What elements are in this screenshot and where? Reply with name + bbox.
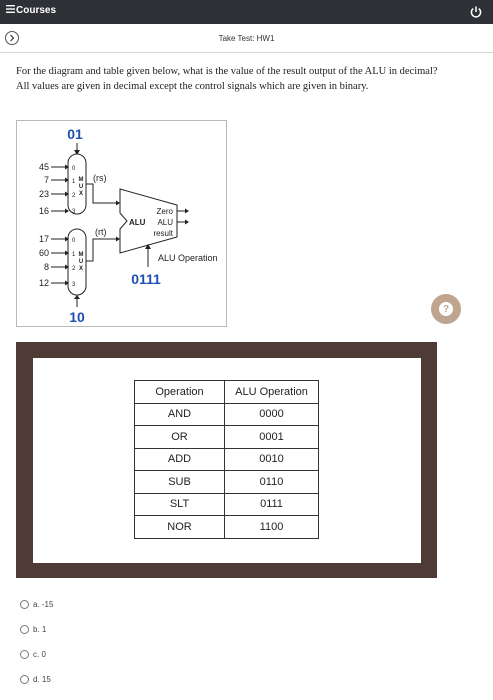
mux2-input-1: 17 xyxy=(39,234,49,244)
mux1-input-4: 16 xyxy=(39,206,49,216)
radio-button[interactable] xyxy=(20,625,29,634)
svg-text:3: 3 xyxy=(72,209,76,215)
table-cell: OR xyxy=(134,425,225,449)
svg-text:X: X xyxy=(79,266,83,272)
answer-option-a[interactable]: a. -15 xyxy=(20,592,53,617)
radio-button[interactable] xyxy=(20,650,29,659)
answer-option-c[interactable]: c. 0 xyxy=(20,642,53,667)
page-title: Take Test: HW1 xyxy=(218,34,275,43)
top-select-value: 01 xyxy=(67,126,83,142)
table-cell: 0001 xyxy=(224,425,319,449)
help-button[interactable]: ? xyxy=(431,294,461,324)
svg-text:M: M xyxy=(79,177,84,183)
table-row: ADD 0010 xyxy=(134,447,319,471)
table-cell: ADD xyxy=(134,447,225,471)
table-cell: 0110 xyxy=(224,470,319,494)
table-row: SUB 0110 xyxy=(134,470,319,494)
radio-button[interactable] xyxy=(20,600,29,609)
svg-text:1: 1 xyxy=(72,252,76,258)
alu-diagram: 01 45 7 23 16 0 1 2 3 M U X 17 60 8 12 0… xyxy=(16,120,227,327)
option-label: c. 0 xyxy=(33,650,46,659)
mux-top xyxy=(67,153,87,215)
svg-text:1: 1 xyxy=(72,179,76,185)
alu-operation-label: ALU Operation xyxy=(158,253,218,263)
alu-block xyxy=(119,188,178,254)
rs-label: (rs) xyxy=(93,173,107,183)
test-header: Take Test: HW1 xyxy=(0,24,493,53)
courses-menu[interactable]: Courses xyxy=(6,5,56,16)
alu-result-label-1: ALU xyxy=(157,218,173,227)
table-cell: AND xyxy=(134,402,225,426)
zero-label: Zero xyxy=(157,207,174,216)
rt-label: (rt) xyxy=(95,227,107,237)
answer-options: a. -15 b. 1 c. 0 d. 15 xyxy=(20,592,53,692)
svg-text:U: U xyxy=(79,184,83,190)
svg-text:X: X xyxy=(79,191,83,197)
mux2-input-3: 8 xyxy=(44,262,49,272)
table-cell: 1100 xyxy=(224,515,319,539)
mux1-input-2: 7 xyxy=(44,175,49,185)
table-cell: NOR xyxy=(134,515,225,539)
table-cell: SUB xyxy=(134,470,225,494)
svg-text:M: M xyxy=(79,252,84,258)
chevron-right-icon[interactable] xyxy=(5,31,19,45)
menu-icon xyxy=(6,5,15,16)
option-label: b. 1 xyxy=(33,625,47,634)
answer-option-d[interactable]: d. 15 xyxy=(20,667,53,692)
table-cell: 0000 xyxy=(224,402,319,426)
mux1-input-3: 23 xyxy=(39,189,49,199)
question-icon: ? xyxy=(439,302,453,316)
table-header-row: Operation ALU Operation xyxy=(134,380,319,404)
brand-label: Courses xyxy=(16,5,57,17)
table-cell: 0111 xyxy=(224,492,319,516)
table-cell: SLT xyxy=(134,492,225,516)
option-label: a. -15 xyxy=(33,600,54,609)
power-icon[interactable] xyxy=(469,5,483,19)
svg-text:0: 0 xyxy=(72,166,76,172)
svg-text:0: 0 xyxy=(72,238,76,244)
question-text: For the diagram and table given below, w… xyxy=(16,66,438,92)
alu-operation-table: Operation ALU Operation AND 0000 OR 0001… xyxy=(134,380,319,539)
table-header: ALU Operation xyxy=(224,380,319,404)
mux2-input-4: 12 xyxy=(39,278,49,288)
table-cell: 0010 xyxy=(224,447,319,471)
option-label: d. 15 xyxy=(33,675,51,684)
alu-op-value: 0111 xyxy=(131,271,161,287)
svg-text:2: 2 xyxy=(72,266,76,272)
svg-text:2: 2 xyxy=(72,193,76,199)
table-row: AND 0000 xyxy=(134,402,319,426)
alu-label: ALU xyxy=(129,218,146,227)
mux-bottom xyxy=(67,228,87,296)
bottom-select-value: 10 xyxy=(69,309,85,325)
mux2-input-2: 60 xyxy=(39,248,49,258)
svg-text:U: U xyxy=(79,259,83,265)
mux1-input-1: 45 xyxy=(39,162,49,172)
radio-button[interactable] xyxy=(20,675,29,684)
table-row: NOR 1100 xyxy=(134,515,319,539)
table-image-frame: Operation ALU Operation AND 0000 OR 0001… xyxy=(16,342,437,578)
table-row: OR 0001 xyxy=(134,425,319,449)
alu-result-label-2: result xyxy=(153,229,173,238)
svg-text:3: 3 xyxy=(72,282,76,288)
table-image: Operation ALU Operation AND 0000 OR 0001… xyxy=(33,358,421,563)
table-row: SLT 0111 xyxy=(134,492,319,516)
answer-option-b[interactable]: b. 1 xyxy=(20,617,53,642)
table-header: Operation xyxy=(134,380,225,404)
top-bar: Courses xyxy=(0,0,493,24)
